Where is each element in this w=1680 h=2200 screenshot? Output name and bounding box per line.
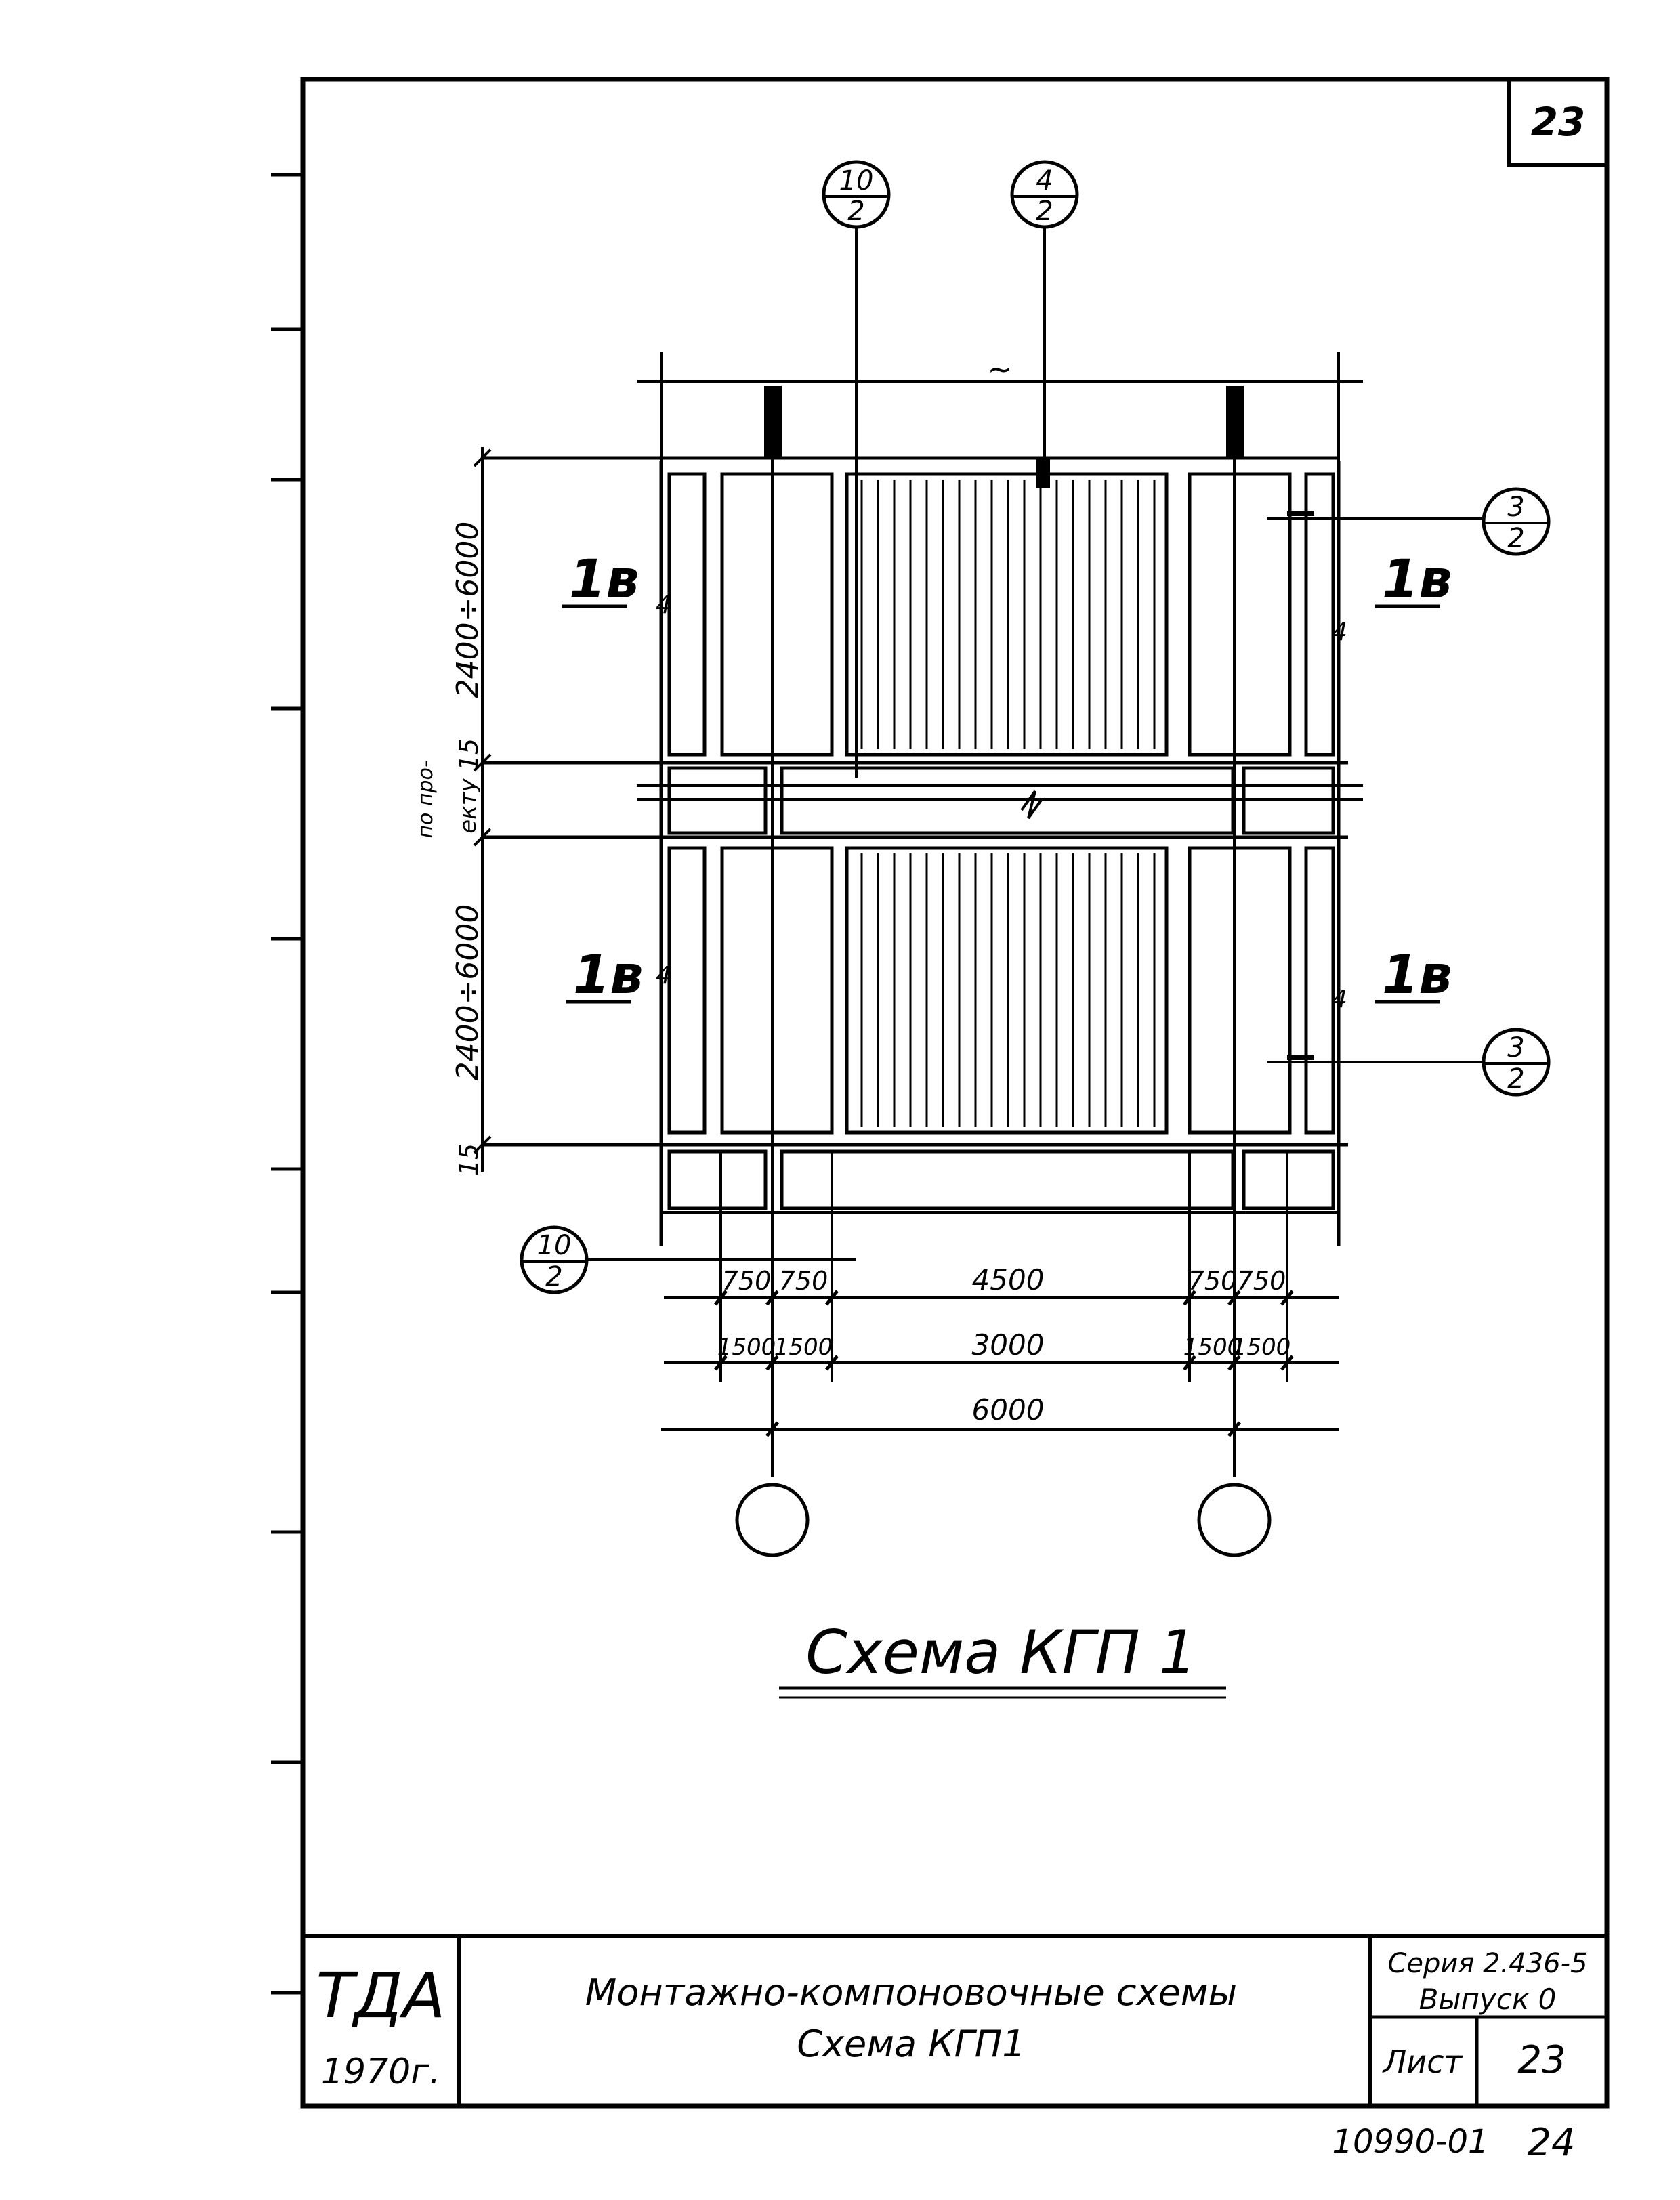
svg-text:10: 10 [537,1230,572,1261]
svg-text:10: 10 [839,165,874,196]
dim-row1-0: 750 [722,1266,772,1296]
panel-mark: 1в [573,945,644,1006]
axis-bubble [1197,1483,1272,1557]
dim-row2-2: 3000 [972,1328,1045,1361]
page-number: 24 [1527,2121,1575,2165]
top-dimension: ~ [637,352,1363,461]
title-block-text: ТДА 1970г. Монтажно-компоновочные схемы … [316,1948,1587,2092]
svg-text:3: 3 [1507,1032,1524,1063]
callout-right-lower: 3 2 [1267,1028,1551,1097]
doc-number: 10990-01 [1332,2123,1488,2161]
dim-row1-3: 750 [1188,1266,1238,1296]
series: Серия 2.436-5 [1387,1948,1587,1979]
joint-note-2: екту [455,778,482,833]
bottom-dimension-labels: 750 750 4500 750 750 1500 1500 3000 1500… [717,1263,1291,1426]
dim-row2-0: 1500 [717,1334,776,1361]
svg-text:2: 2 [545,1261,562,1292]
ribbed-panel-lower [860,853,1156,1127]
panel-mark: 1в [1382,549,1452,610]
ribbed-panel-upper [860,480,1156,749]
title-line-2: Схема КГП1 [797,2023,1025,2065]
top-dimension-label: ~ [988,352,1013,387]
issue: Выпуск 0 [1419,1983,1557,2016]
sheet-number: 23 [1517,2038,1566,2082]
svg-text:4: 4 [1036,165,1053,196]
callout-top-left: 10 2 [822,160,891,778]
callout-right-upper: 3 2 [1267,487,1551,556]
panel-marks: 1в 1в 1в 1в 4 4 4 4 [562,549,1452,1013]
joint-note-1: по про- [414,760,438,838]
small-mark: 4 [656,962,671,990]
sheet-label: Лист [1382,2044,1463,2080]
dim-row1-4: 750 [1237,1266,1286,1296]
svg-text:2: 2 [1507,1063,1524,1095]
small-mark: 4 [656,591,671,619]
panel-mark: 1в [1382,945,1452,1006]
panel-mark: 1в [569,549,639,610]
scheme-title-group: Схема КГП 1 [779,1617,1226,1699]
axis-bubbles [735,1483,1272,1557]
svg-text:2: 2 [1507,523,1524,554]
title-block [303,1934,1607,2106]
left-dimensions: 2400÷6000 15 по про- екту 2400÷6000 15 [414,447,492,1176]
axis-bubble [735,1483,810,1557]
dim-lower-span: 2400÷6000 [450,904,485,1081]
dim-small-lower: 15 [454,1143,484,1176]
bottom-dimensions [661,1151,1339,1437]
dim-small-upper: 15 [454,738,484,771]
corner-number-box: 23 [1507,77,1609,167]
year: 1970г. [321,2052,440,2092]
small-mark: 4 [1332,618,1347,646]
svg-text:2: 2 [847,196,864,227]
dim-row1-2: 4500 [972,1263,1045,1296]
corner-number: 23 [1531,99,1586,145]
dim-row2-4: 1500 [1232,1334,1291,1361]
title-line-1: Монтажно-компоновочные схемы [585,1971,1237,2014]
org-code: ТДА [316,1960,445,2032]
dim-row3-0: 6000 [972,1393,1045,1426]
svg-text:3: 3 [1507,492,1524,523]
small-mark: 4 [1332,986,1347,1013]
dim-row2-3: 1500 [1183,1334,1242,1361]
scheme-title: Схема КГП 1 [805,1617,1197,1687]
dim-upper-span: 2400÷6000 [450,522,485,698]
structure-plan [482,386,1363,1477]
dim-row2-1: 1500 [774,1334,833,1361]
svg-text:2: 2 [1036,196,1053,227]
dim-row1-1: 750 [779,1266,828,1296]
callout-top-right: 4 2 [1010,160,1079,486]
sheet-frame [271,77,1610,2109]
